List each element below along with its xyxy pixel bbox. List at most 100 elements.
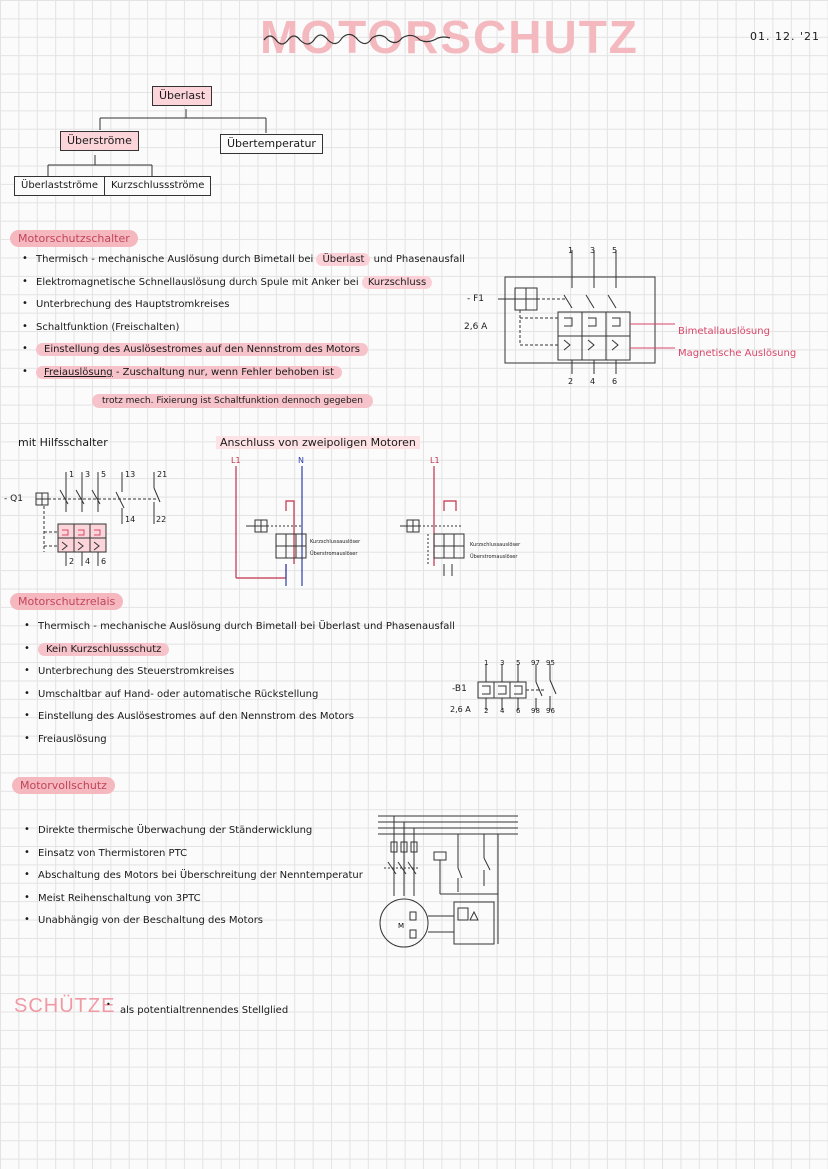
sec3-bullets: Direkte thermische Überwachung der Ständ… [24,819,363,933]
schuetze-text: als potentialtrennendes Stellglied [120,1005,289,1016]
list-item: Einsatz von Thermistoren PTC [24,842,363,866]
aux-device: - Q1 [4,494,23,504]
list-item: Kein Kurzschlussschutz [24,638,455,662]
text: Unterbrechung des Hauptstromkreises [36,299,230,311]
date: 01. 12. '21 [750,30,821,43]
aux-top-13: 13 [125,470,136,479]
aux-top-1: 1 [69,470,75,479]
d2-top-95: 95 [546,659,555,667]
d2-bottom-96: 96 [546,707,555,715]
list-item: Schaltfunktion (Freischalten) [22,316,465,340]
title-underline-scribble [263,33,451,45]
aux-top-3: 3 [85,470,91,479]
d2-bottom-4: 4 [500,707,505,715]
d1-bottom-6: 6 [612,377,618,386]
text: Meist Reihenschaltung von 3PTC [38,892,201,904]
text: Unabhängig von der Beschaltung des Motor… [38,915,264,927]
list-item: Elektromagnetische Schnellauslösung durc… [22,271,465,295]
d2-top-1: 1 [484,659,489,667]
sec1-bullets: Thermisch - mechanische Auslösung durch … [22,248,465,385]
d1-top-3: 3 [590,246,596,255]
bipolar-small2-right: Überstromauslöser [470,554,518,560]
bipolar-heading: Anschluss von zweipoligen Motoren [216,436,420,449]
aux-top-21: 21 [157,470,168,479]
text: Direkte thermische Überwachung der Ständ… [38,825,313,836]
tree-leaf1-label: Überlastströme [21,180,99,191]
list-item: Unterbrechung des Steuerstromkreises [24,660,455,684]
tree-right-label: Übertemperatur [227,137,316,150]
tree-right: Übertemperatur [220,134,323,154]
bipolar-small1: Kurzschlussauslöser [310,539,361,545]
bipolar-small2: Überstromauslöser [310,551,358,557]
aux-heading: mit Hilfsschalter [18,436,108,449]
highlight: Freiauslösung [44,366,113,378]
list-item: Abschaltung des Motors bei Überschreitun… [24,864,363,888]
tree-left: Überströme [60,131,139,151]
d2-bottom-6: 6 [516,707,521,715]
d2-top-3: 3 [500,659,505,667]
tree-leaf2-label: Kurzschlussströme [111,180,205,191]
bipolar-l1-right: L1 [430,456,440,465]
list-item: Umschaltbar auf Hand- oder automatische … [24,683,455,707]
text: Einsatz von Thermistoren PTC [38,847,188,859]
highlight: Überlast [316,253,371,266]
list-item: Thermisch - mechanische Auslösung durch … [24,615,455,639]
schuetze-heading: SCHÜTZE [14,995,116,1017]
d1-bottom-2: 2 [568,377,574,386]
d1-device-label: - F1 [467,294,485,304]
text: Unterbrechung des Steuerstromkreises [38,666,235,678]
section-motorschutzrelais: Motorschutzrelais [10,593,124,610]
highlight: Kurzschluss [361,275,433,289]
schuetze-bullet-dot: • [106,1000,111,1009]
hilfsschalter-diagram [35,472,161,566]
list-item: Thermisch - mechanische Auslösung durch … [22,248,465,272]
tree-left-label: Überströme [67,134,132,147]
text: Einstellung des Auslösestromes auf den N… [38,711,354,723]
d2-bottom-2: 2 [484,707,489,715]
highlight: Kein Kurzschlussschutz [38,642,170,656]
aux-top-5: 5 [101,470,107,479]
aux-bottom-2: 2 [69,557,75,566]
list-item: Direkte thermische Überwachung der Ständ… [24,819,363,843]
list-item: Meist Reihenschaltung von 3PTC [24,887,363,911]
d1-top-5: 5 [612,246,618,255]
section-motorschutzschalter: Motorschutzschalter [10,230,138,247]
d2-rating: 2,6 A [450,705,471,714]
d1-rating: 2,6 A [464,322,488,332]
d2-top-5: 5 [516,659,521,667]
text: Umschaltbar auf Hand- oder automatische … [38,688,319,700]
bipolar-diagram-left [235,466,307,586]
bipolar-small1-right: Kurzschlussauslöser [470,542,521,548]
d2-device: -B1 [452,684,467,694]
list-item: Einstellung des Auslösestromes auf den N… [24,705,455,729]
list-item: Unterbrechung des Hauptstromkreises [22,293,465,317]
sec1-continuation: trotz mech. Fixierung ist Schaltfunktion… [92,394,373,408]
svg-text:M: M [398,922,404,930]
motorvollschutz-diagram: M [378,815,518,948]
sec2-bullets: Thermisch - mechanische Auslösung durch … [24,615,455,752]
bipolar-diagram-right [400,466,465,576]
motorschutzschalter-diagram [498,250,675,374]
list-item: Freiauslösung - Zuschaltung nur, wenn Fe… [22,361,465,385]
list-item: Einstellung des Auslösestromes auf den N… [22,338,465,362]
label-bimetal: Bimetallauslösung [678,326,770,337]
text: Schaltfunktion (Freischalten) [36,321,180,333]
tree-leaf1: Überlastströme [14,176,106,196]
highlight: Einstellung des Auslösestromes auf den N… [36,343,368,357]
text: und Phasenausfall [370,254,465,265]
bipolar-n: N [298,456,304,465]
text: Thermisch - mechanische Auslösung durch … [38,621,455,632]
list-item: Unabhängig von der Beschaltung des Motor… [24,909,363,933]
text: - Zuschaltung nur, wenn Fehler behoben i… [112,366,335,378]
section-motorvollschutz: Motorvollschutz [12,777,115,794]
tree-root: Überlast [152,86,213,106]
label-magnet: Magnetische Auslösung [678,348,797,359]
bipolar-l1: L1 [231,456,241,465]
tree-root-label: Überlast [159,89,206,102]
aux-bottom-22: 22 [156,515,167,524]
d1-bottom-4: 4 [590,377,596,386]
tree-leaf2: Kurzschlussströme [104,176,212,196]
motorschutzrelais-diagram [477,664,557,710]
aux-bottom-6: 6 [101,557,107,566]
list-item: Freiauslösung [24,728,455,752]
